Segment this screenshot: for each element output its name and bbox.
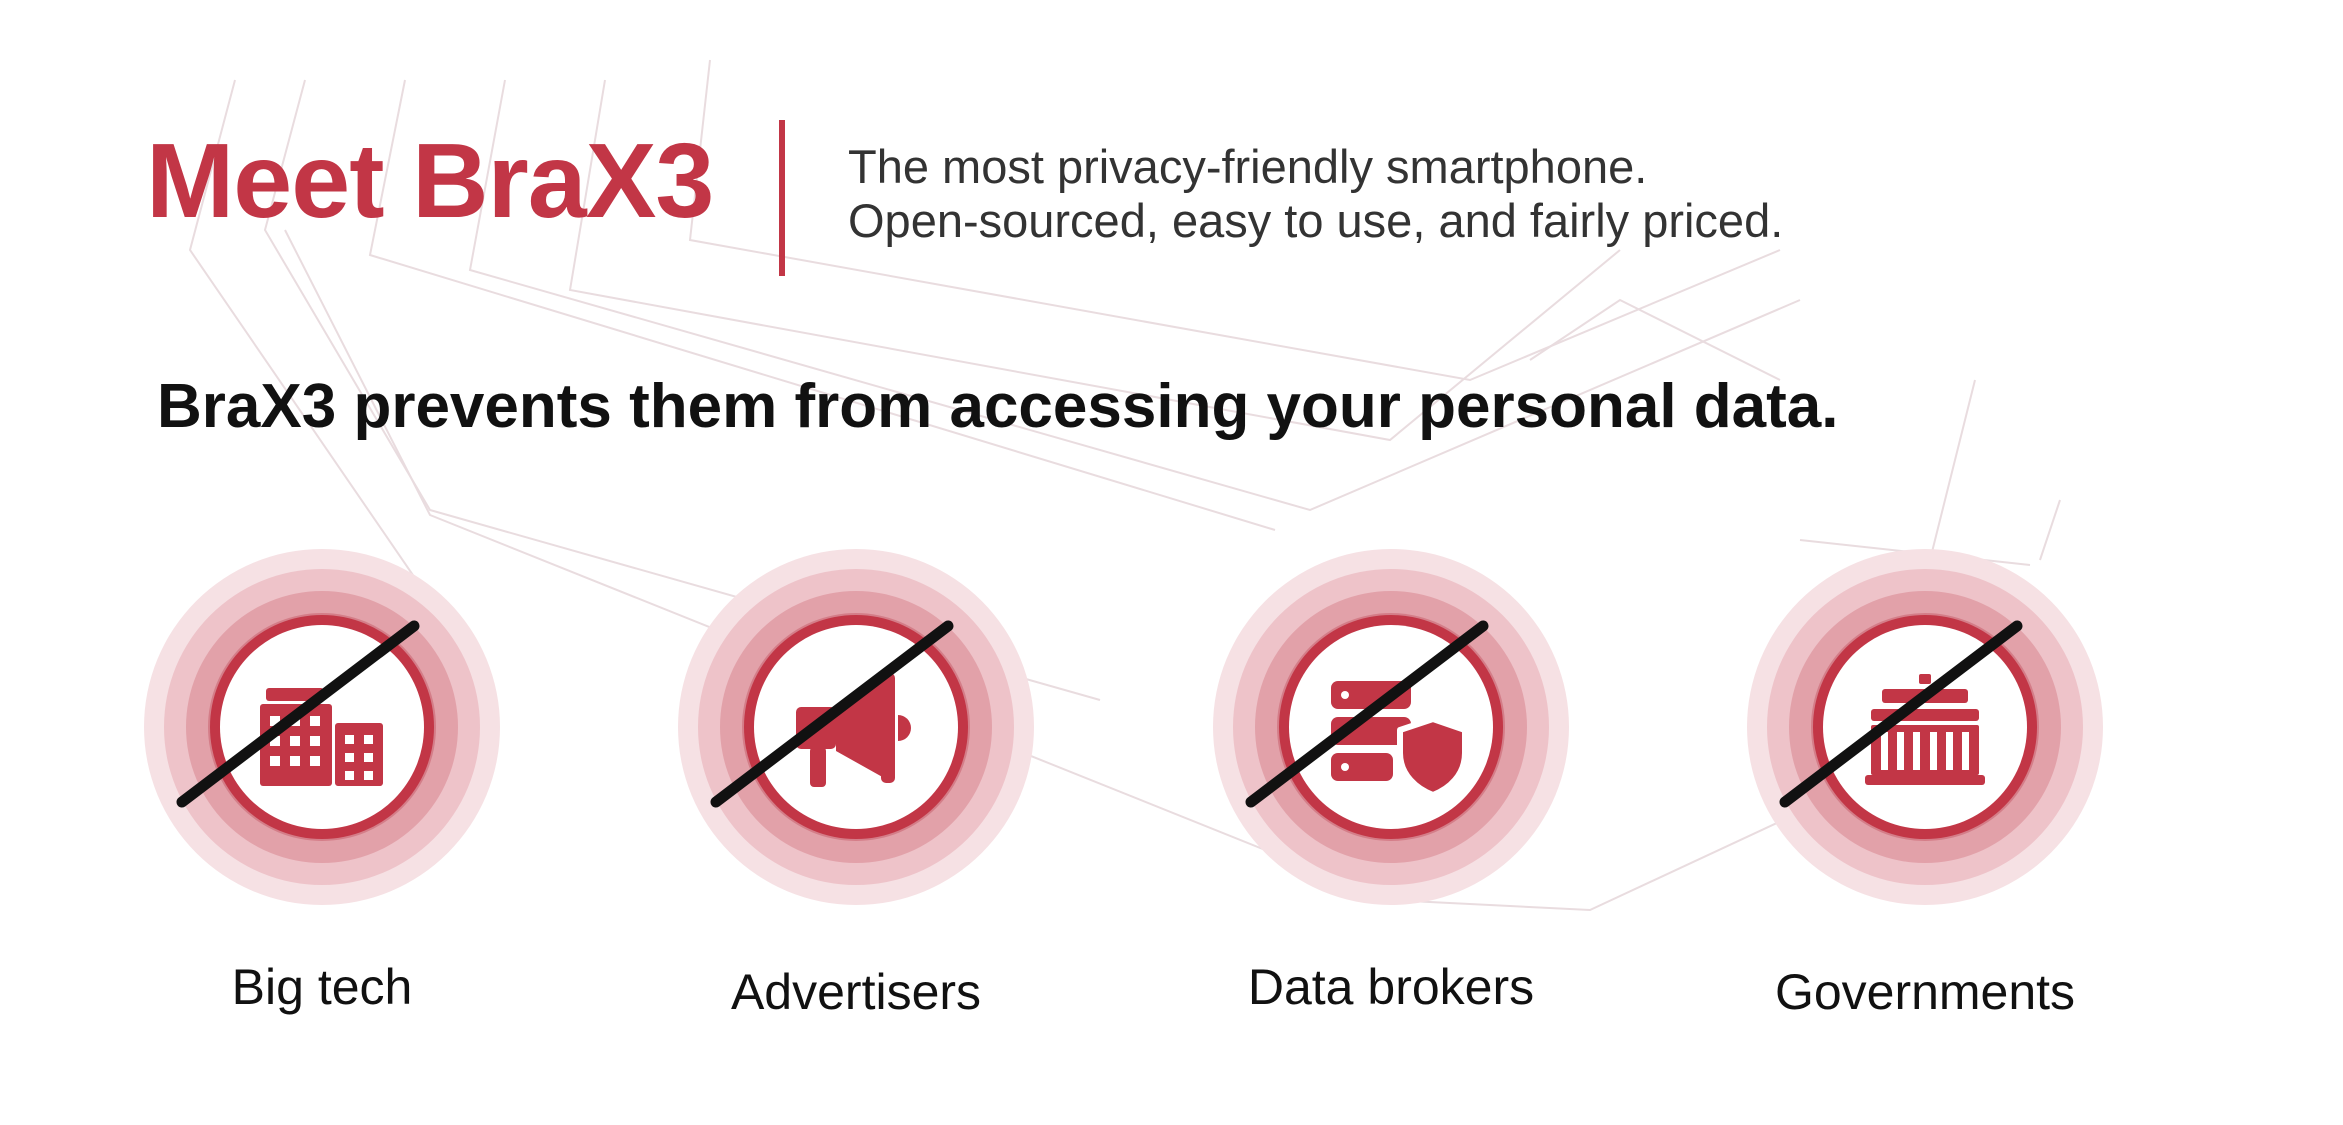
circuit-line: [188, 79, 431, 601]
blocked-slash: [1245, 620, 1489, 808]
tagline-line-1: The most privacy-friendly smartphone.: [848, 140, 1648, 193]
circuit-line: [2039, 499, 2061, 561]
headline: BraX3 prevents them from accessing your …: [157, 372, 1839, 441]
circuit-line: [368, 79, 1276, 531]
circuit-line: [568, 79, 1621, 442]
brand-title: Meet BraX3: [146, 122, 714, 240]
tagline: The most privacy-friendly smartphone. Op…: [848, 140, 1783, 248]
circuit-line: [1929, 379, 1976, 561]
title-divider: [779, 120, 785, 276]
tagline-line-2: Open-sourced, easy to use, and fairly pr…: [848, 194, 1784, 247]
blocked-slash: [710, 620, 954, 808]
circuit-line: [284, 229, 1956, 912]
circuit-line: [1529, 298, 1781, 381]
blocked-slash: [1779, 620, 2023, 808]
circuit-line: [468, 79, 1801, 512]
badge-governments: [1745, 547, 2105, 907]
badge-big-tech: [142, 547, 502, 907]
blocked-slash: [176, 620, 420, 808]
badge-advertisers: [676, 547, 1036, 907]
circuit-line: [688, 59, 1781, 382]
badge-data-brokers: [1211, 547, 1571, 907]
